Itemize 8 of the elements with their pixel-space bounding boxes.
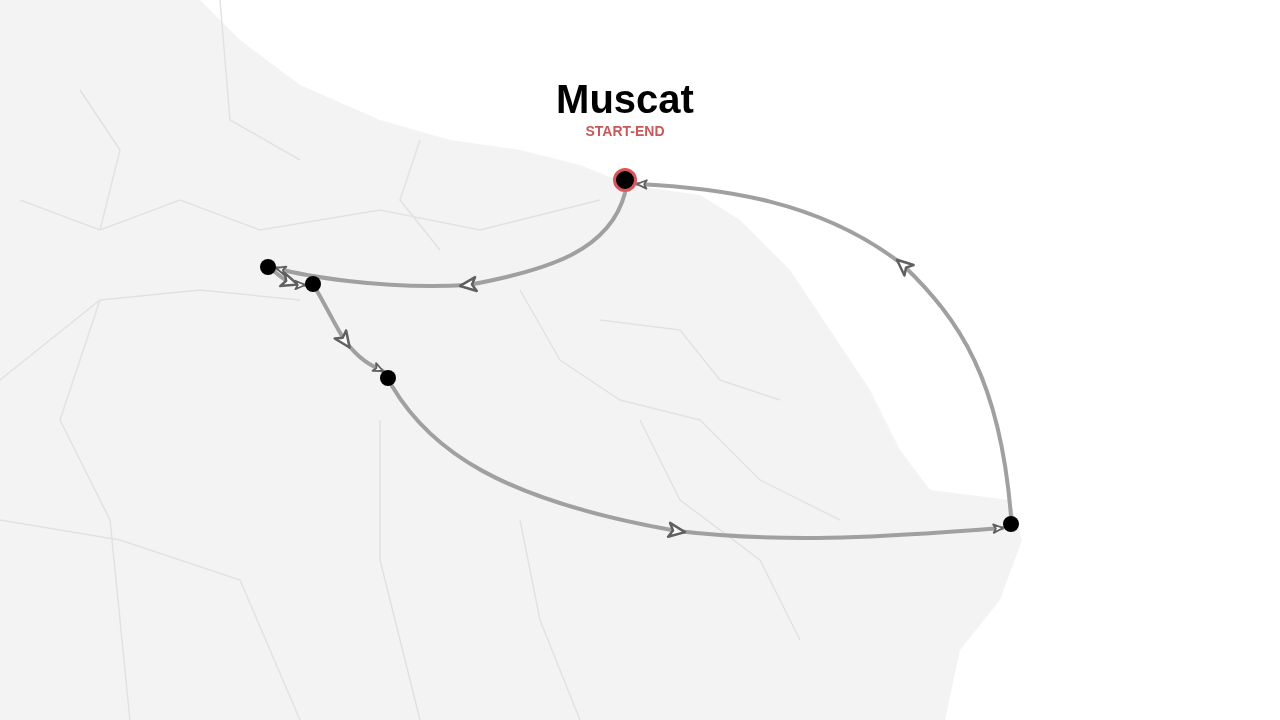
route-arrow xyxy=(315,289,385,373)
route-arrow xyxy=(274,191,627,293)
city-name: Muscat xyxy=(555,77,695,122)
route-arrow xyxy=(390,384,1005,540)
stop-marker xyxy=(1003,516,1019,532)
route-arrow xyxy=(635,179,1013,518)
city-caption: START-END xyxy=(584,123,666,139)
route-arrow xyxy=(273,270,307,290)
